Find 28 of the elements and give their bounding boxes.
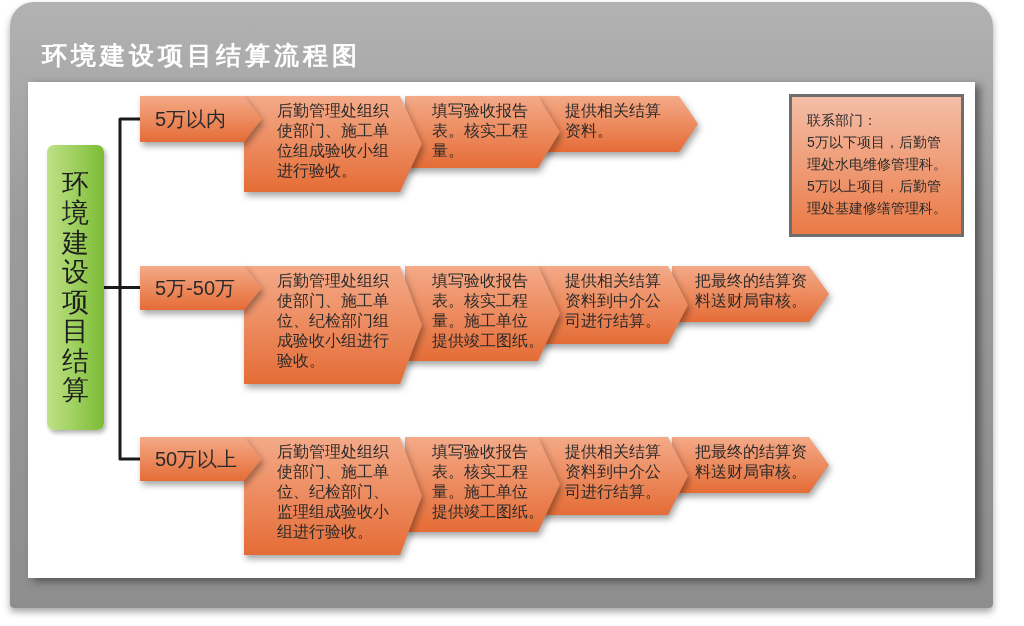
step-text: 后勤管理处组织使部门、施工单位组成验收小组进行验收。 bbox=[277, 101, 390, 181]
step-text: 提供相关结算资料到中介公司进行结算。 bbox=[565, 442, 662, 502]
step-text: 把最终的结算资料送财局审核。 bbox=[695, 442, 808, 482]
step-text: 后勤管理处组织使部门、施工单位、纪检部门、监理组成验收小组进行验收。 bbox=[277, 442, 390, 542]
step-box bbox=[244, 266, 422, 384]
step-box bbox=[244, 96, 422, 192]
range-label: 5万-50万 bbox=[155, 276, 236, 300]
step-box bbox=[244, 437, 422, 555]
note-text: 5万以下项目，后勤管理处水电维修管理科。 bbox=[807, 133, 948, 174]
range-label: 5万以内 bbox=[155, 107, 227, 131]
step-text: 提供相关结算资料。 bbox=[565, 101, 662, 141]
step-text: 填写验收报告表。核实工程量。施工单位提供竣工图纸。 bbox=[432, 271, 538, 351]
note-box bbox=[789, 94, 964, 237]
connector-line bbox=[104, 286, 140, 461]
note-heading: 联系部门： bbox=[807, 111, 878, 130]
step-text: 把最终的结算资料送财局审核。 bbox=[695, 271, 808, 311]
step-text: 填写验收报告表。核实工程量。施工单位提供竣工图纸。 bbox=[432, 442, 538, 522]
step-text: 填写验收报告表。核实工程量。 bbox=[432, 101, 529, 161]
step-text: 后勤管理处组织使部门、施工单位、纪检部门组成验收小组进行验收。 bbox=[277, 271, 390, 371]
page-title: 环境建设项目结算流程图 bbox=[42, 40, 361, 71]
step-text: 提供相关结算资料到中介公司进行结算。 bbox=[565, 271, 662, 331]
note-text: 5万以上项目，后勤管理处基建修缮管理科。 bbox=[807, 177, 948, 218]
range-tag bbox=[140, 437, 262, 481]
range-label: 50万以上 bbox=[155, 447, 238, 471]
category-label: 环境建设项目结算 bbox=[61, 169, 90, 406]
category-box bbox=[47, 145, 104, 430]
range-tag bbox=[140, 96, 262, 142]
range-tag bbox=[140, 266, 262, 310]
